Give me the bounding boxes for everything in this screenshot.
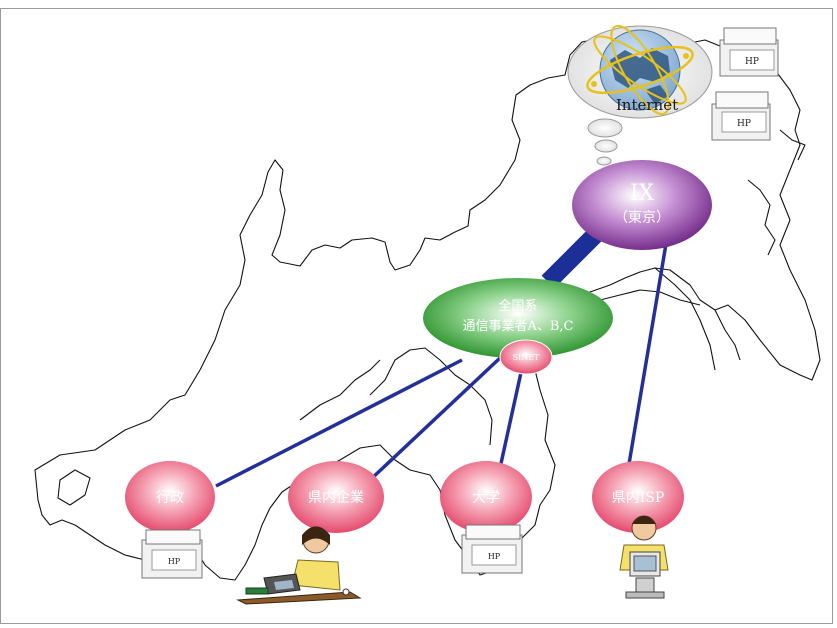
hp-server-internet-bottom: HP: [711, 91, 771, 141]
hp-label: HP: [488, 552, 501, 561]
link-ix-isp: [626, 231, 670, 471]
ix-label: IX: [630, 181, 655, 206]
link-sinet-univ: [498, 367, 524, 469]
node-label: 行政: [156, 490, 184, 506]
sinet-label: SINET: [513, 353, 540, 362]
hp-label: HP: [745, 57, 759, 67]
trunk-link: [541, 223, 607, 289]
ix-node: IX （東京）: [572, 160, 712, 250]
node-local-isp: 県内ISP: [592, 461, 684, 533]
node-local-companies: 県内企業: [288, 461, 384, 533]
globe-icon: [586, 24, 694, 116]
hp-label: HP: [168, 557, 181, 566]
link-carrier-gov: [215, 358, 463, 488]
hp-server-internet-top: HP: [719, 27, 779, 77]
office-worker-icon: [236, 526, 362, 605]
diagram-frame: [0, 8, 833, 624]
ix-sublabel: （東京）: [614, 210, 670, 226]
hp-server-government: HP: [141, 529, 203, 579]
internet-label: Internet: [616, 96, 678, 114]
node-label: 県内企業: [308, 489, 364, 506]
isp-operator-icon: [619, 515, 669, 599]
sinet-node: SINET: [499, 339, 553, 375]
network-links: [215, 223, 670, 488]
link-sinet-corp: [368, 356, 502, 482]
carrier-line1: 全国系: [498, 298, 537, 314]
carrier-node: 全国系 通信事業者A、B,C: [423, 278, 613, 358]
carrier-line2: 通信事業者A、B,C: [462, 318, 573, 334]
hp-server-university: HP: [461, 524, 523, 574]
node-label: 県内ISP: [612, 490, 665, 506]
hp-label: HP: [737, 119, 751, 129]
node-label: 大学: [472, 490, 500, 506]
node-university: 大学: [440, 461, 532, 533]
node-government: 行政: [125, 461, 215, 533]
